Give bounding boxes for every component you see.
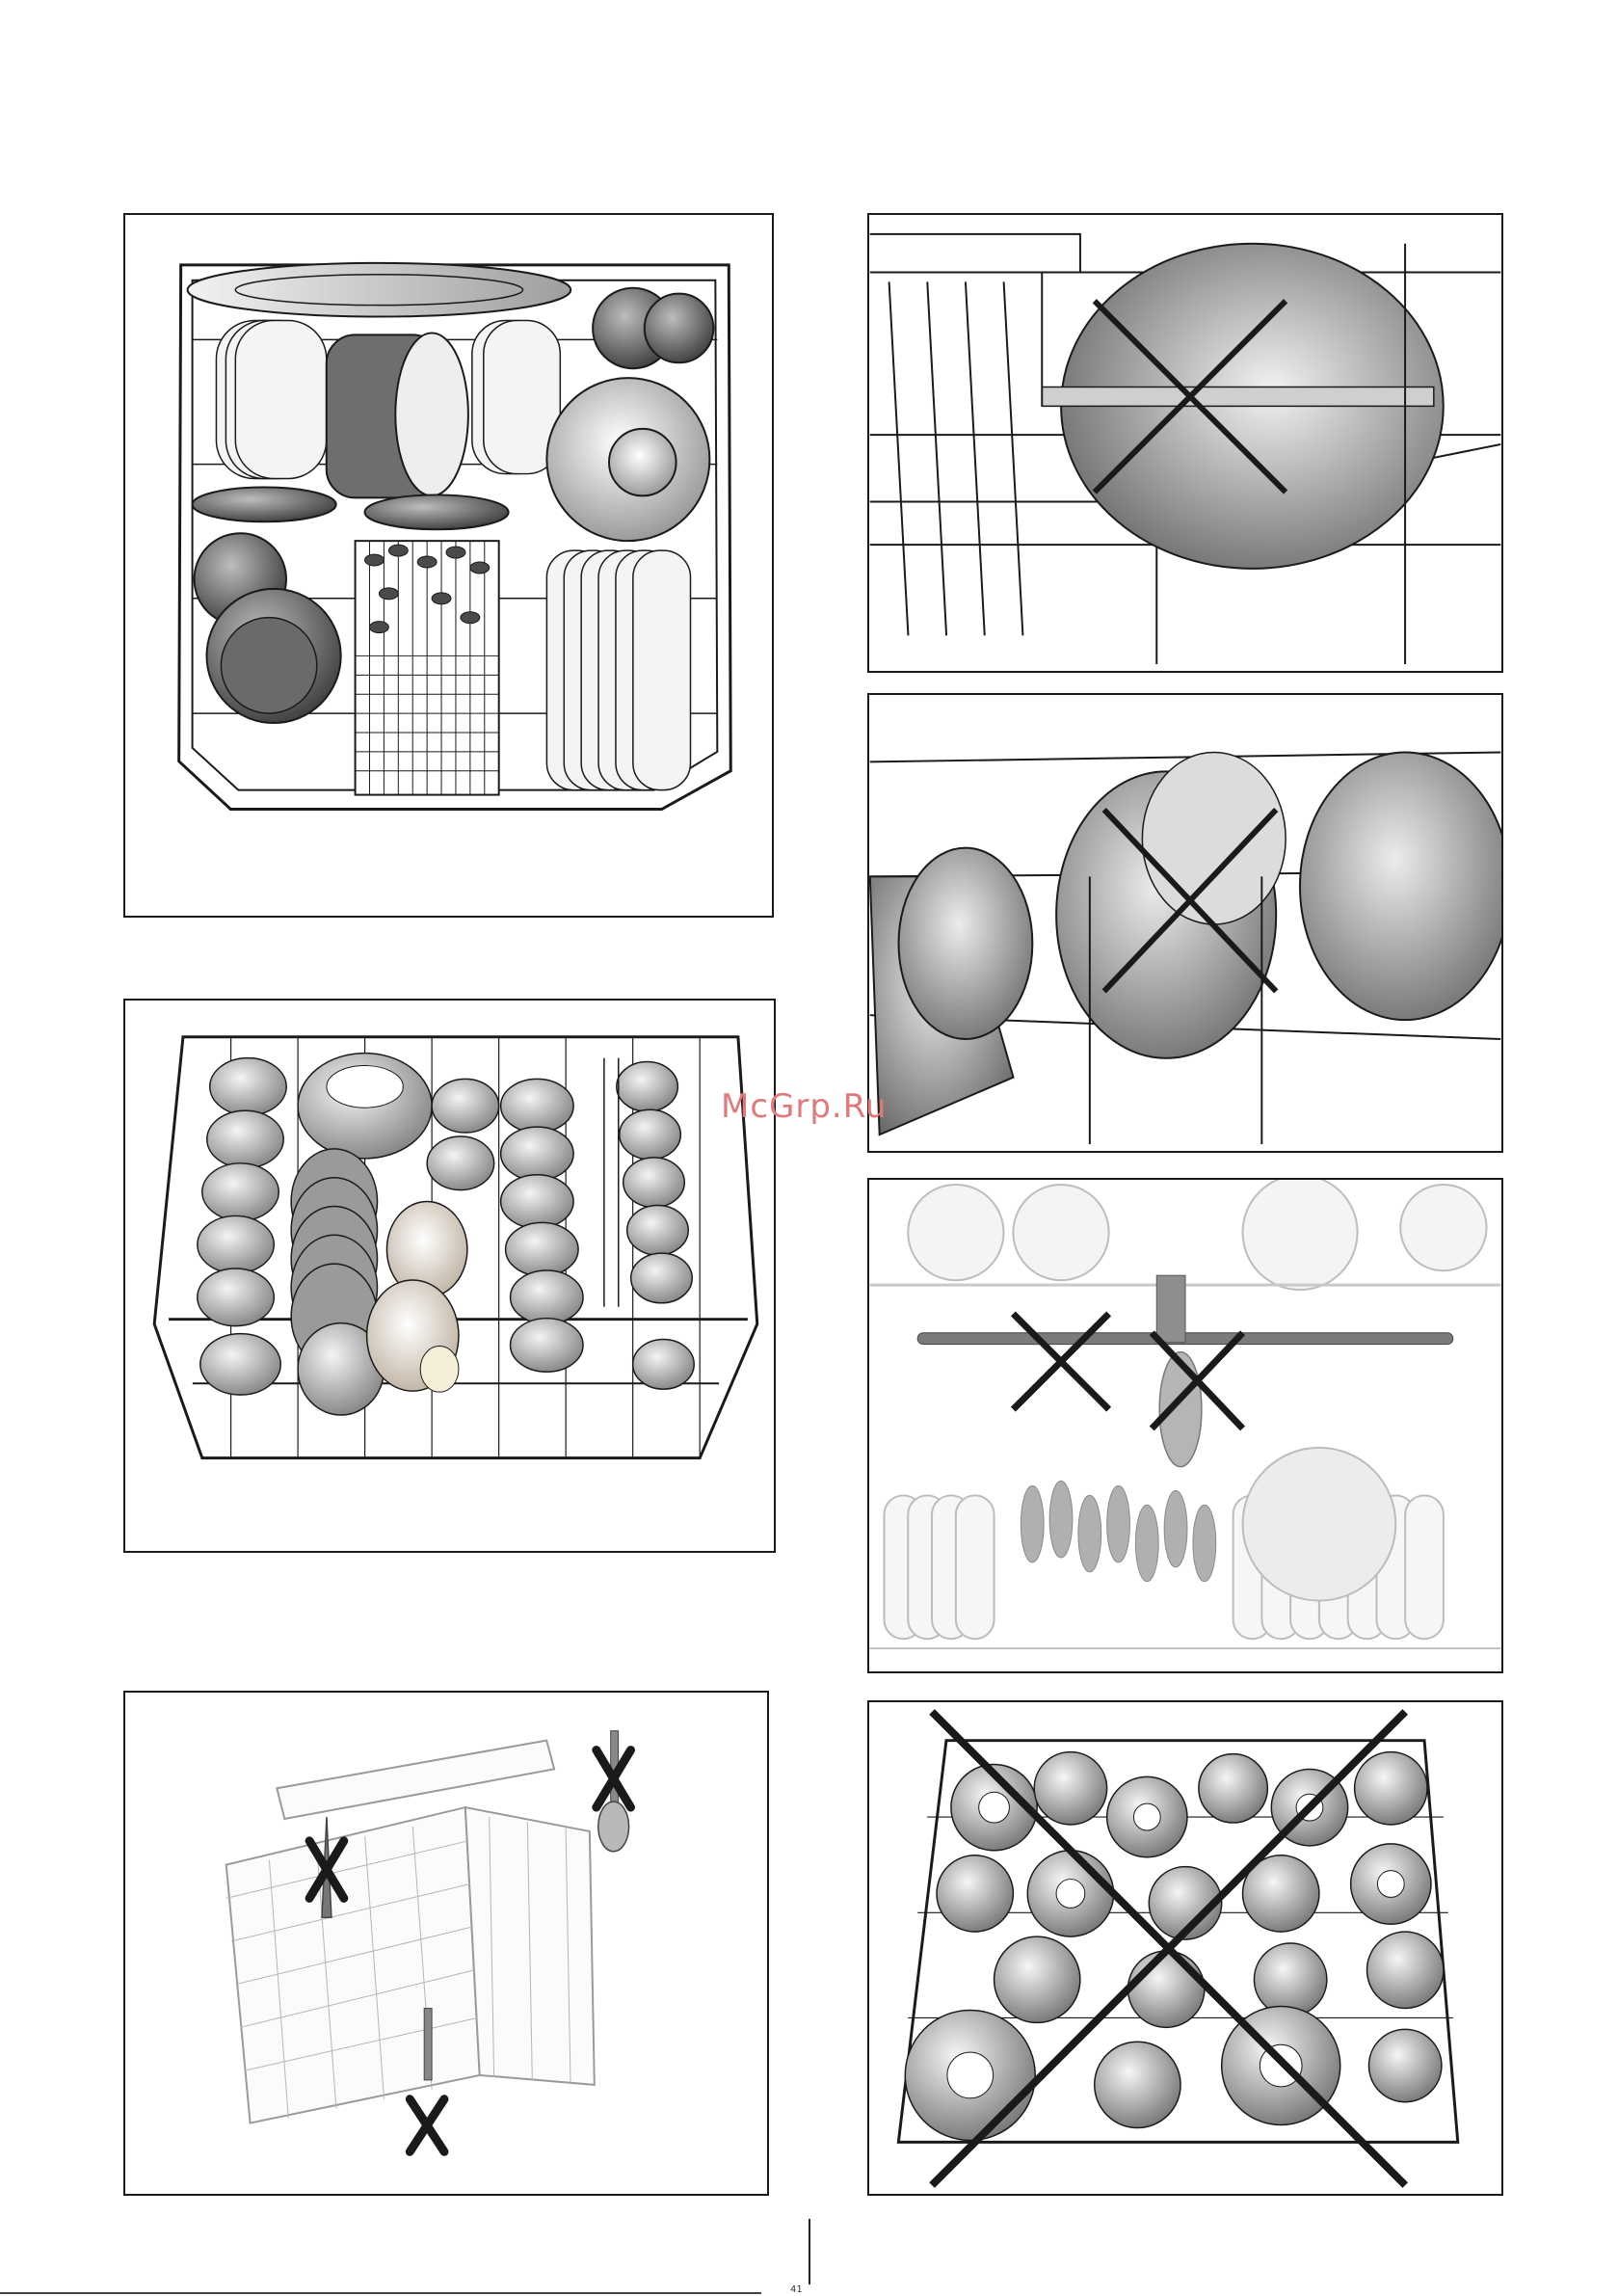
figure-lower-basket [123, 213, 774, 918]
figure-spray-arm-blocked [867, 1178, 1503, 1673]
figure-bowl-blocking [867, 213, 1503, 673]
page-divider [809, 2219, 810, 2284]
figure-bowls-overlap [867, 693, 1503, 1153]
wrong-mark-icon [1013, 1314, 1242, 1428]
figure-overloaded-basket [867, 1700, 1503, 2196]
page-number: 41 [790, 2284, 803, 2295]
spray-arm-illustration [869, 1180, 1501, 1671]
watermark-text: McGrp.Ru [721, 1087, 887, 1126]
upper-basket-illustration [125, 1001, 774, 1551]
figure-cutlery-basket [123, 1691, 769, 2196]
bottom-rule [0, 2292, 761, 2294]
overloaded-basket-illustration [869, 1702, 1501, 2194]
cutlery-basket-illustration [125, 1693, 767, 2194]
lower-basket-illustration [125, 215, 772, 916]
figure-upper-basket [123, 999, 776, 1553]
bowl-blocking-illustration [869, 215, 1501, 671]
bowls-overlap-illustration [869, 695, 1501, 1151]
